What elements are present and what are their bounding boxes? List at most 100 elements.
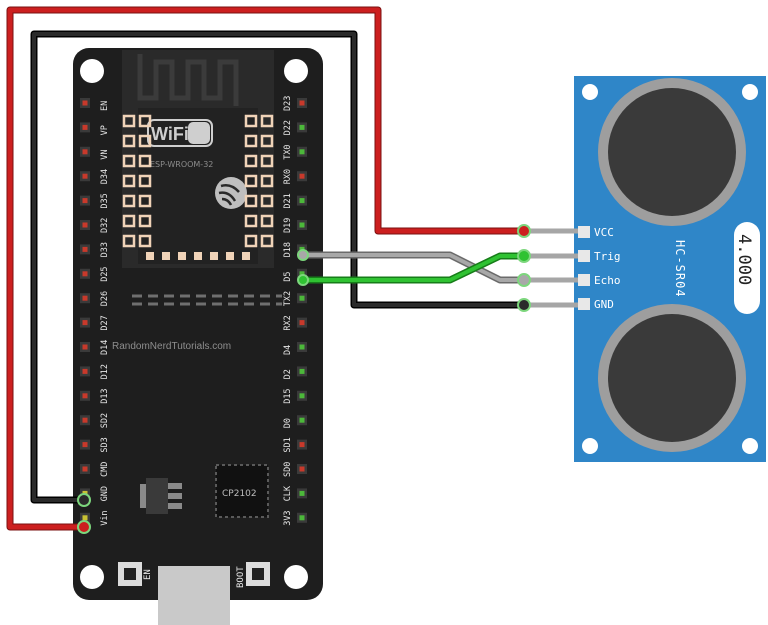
pin-label: D33 <box>100 242 110 257</box>
pin-label: D25 <box>100 266 110 281</box>
wifi-logo <box>147 119 213 147</box>
svg-text:VCC: VCC <box>594 226 614 239</box>
module-pad <box>244 154 258 168</box>
pin-label: D14 <box>100 340 110 355</box>
svg-text:Trig: Trig <box>594 250 621 263</box>
boot-button-label: BOOT <box>236 566 246 588</box>
pin-label: D18 <box>283 242 293 257</box>
pin-label: CLK <box>283 485 293 501</box>
module-pad <box>138 214 152 228</box>
sensor-pin-vcc: VCC <box>578 226 614 239</box>
module-pad <box>122 194 136 208</box>
pin-label: D22 <box>283 120 293 135</box>
svg-text:GND: GND <box>594 298 614 311</box>
module-pad <box>260 134 274 148</box>
left-pin-vin: Vin <box>80 510 110 526</box>
pin-label: EN <box>100 101 110 111</box>
hc-sr04-sensor: 4.000 HC-SR04 VCC Trig Echo GND <box>574 76 766 462</box>
right-pin-d21: D21 <box>283 193 307 209</box>
right-pin-d0: D0 <box>283 415 307 428</box>
module-pad <box>260 234 274 248</box>
pin-label: RX2 <box>283 315 293 330</box>
pin-label: SD2 <box>100 413 110 428</box>
left-pin-cmd: CMD <box>80 462 110 477</box>
module-pad <box>226 252 234 260</box>
pin-label: D15 <box>283 388 293 403</box>
wifi-logo-text: WiFi <box>151 124 189 144</box>
en-button[interactable] <box>118 562 142 586</box>
wire-endpoints <box>77 224 531 534</box>
module-pad <box>244 134 258 148</box>
pin-label: D19 <box>283 218 293 233</box>
mount-hole <box>284 565 308 589</box>
antenna-trace <box>137 54 239 106</box>
wire-vin-vcc <box>6 6 524 531</box>
module-pad <box>210 252 218 260</box>
right-pin-header: D23D22TX0RX0D21D19D18D5TX2RX2D4D2D15D0SD… <box>283 96 307 526</box>
left-pin-d13: D13 <box>80 388 110 404</box>
mount-hole <box>284 59 308 83</box>
module-pad <box>146 252 154 260</box>
sensor-pin-gnd: GND <box>578 298 614 311</box>
left-pin-sd3: SD3 <box>80 437 110 453</box>
module-pad <box>260 114 274 128</box>
left-pin-vp: VP <box>80 122 110 135</box>
sensor-pin-trig: Trig <box>578 250 621 263</box>
pin-label: D35 <box>100 193 110 208</box>
module-pad <box>138 174 152 188</box>
crystal-oscillator: 4.000 <box>734 222 760 314</box>
pin-label: SD3 <box>100 437 110 452</box>
pin-label: D2 <box>283 369 293 379</box>
pin-label: SD0 <box>283 462 293 477</box>
module-pad <box>178 252 186 260</box>
pin-label: D13 <box>100 388 110 403</box>
left-pin-d32: D32 <box>80 218 110 233</box>
esp-wroom-module: WiFi ESP-WROOM-32 <box>122 50 274 268</box>
left-pin-d26: D26 <box>80 291 110 306</box>
left-pin-d14: D14 <box>80 340 110 355</box>
right-pin-rx2: RX2 <box>283 315 307 331</box>
module-pad <box>244 194 258 208</box>
module-pad <box>242 252 250 260</box>
left-pin-en: EN <box>80 98 110 111</box>
module-pad <box>122 134 136 148</box>
espressif-logo <box>215 177 247 209</box>
pin-label: VP <box>100 125 110 135</box>
mount-hole <box>582 84 598 100</box>
sensor-header-stubs <box>524 228 578 308</box>
pin-label: D0 <box>283 418 293 428</box>
transducer-bottom <box>598 304 746 452</box>
pin-label: D4 <box>283 345 293 355</box>
crystal-label: 4.000 <box>734 234 754 285</box>
module-pad <box>162 252 170 260</box>
pin-label: RX0 <box>283 169 293 184</box>
watermark-text: RandomNerdTutorials.com <box>112 341 231 352</box>
right-pin-d23: D23 <box>283 96 307 111</box>
right-pin-sd0: SD0 <box>283 462 307 477</box>
module-pad <box>194 252 202 260</box>
module-pad <box>244 174 258 188</box>
left-pin-d33: D33 <box>80 242 110 257</box>
module-pad <box>122 174 136 188</box>
module-pad <box>244 214 258 228</box>
mount-hole <box>742 438 758 454</box>
module-pad <box>138 234 152 248</box>
pin-label: GND <box>100 486 110 501</box>
pin-label: D27 <box>100 315 110 330</box>
pin-label: Vin <box>100 510 110 525</box>
module-pad <box>122 114 136 128</box>
pin-label: D5 <box>283 272 293 282</box>
right-pin-d19: D19 <box>283 218 307 233</box>
module-pad <box>138 134 152 148</box>
module-pad <box>122 214 136 228</box>
cp2102-chip: CP2102 <box>215 464 269 518</box>
usb-chip-label: CP2102 <box>222 489 257 499</box>
right-pin-d15: D15 <box>283 388 307 404</box>
pin-label: D23 <box>283 96 293 111</box>
boot-button[interactable] <box>246 562 270 586</box>
left-pin-d12: D12 <box>80 364 110 379</box>
pin-label: 3V3 <box>283 510 293 525</box>
left-pin-d25: D25 <box>80 266 110 282</box>
pin-label: D21 <box>283 193 293 208</box>
